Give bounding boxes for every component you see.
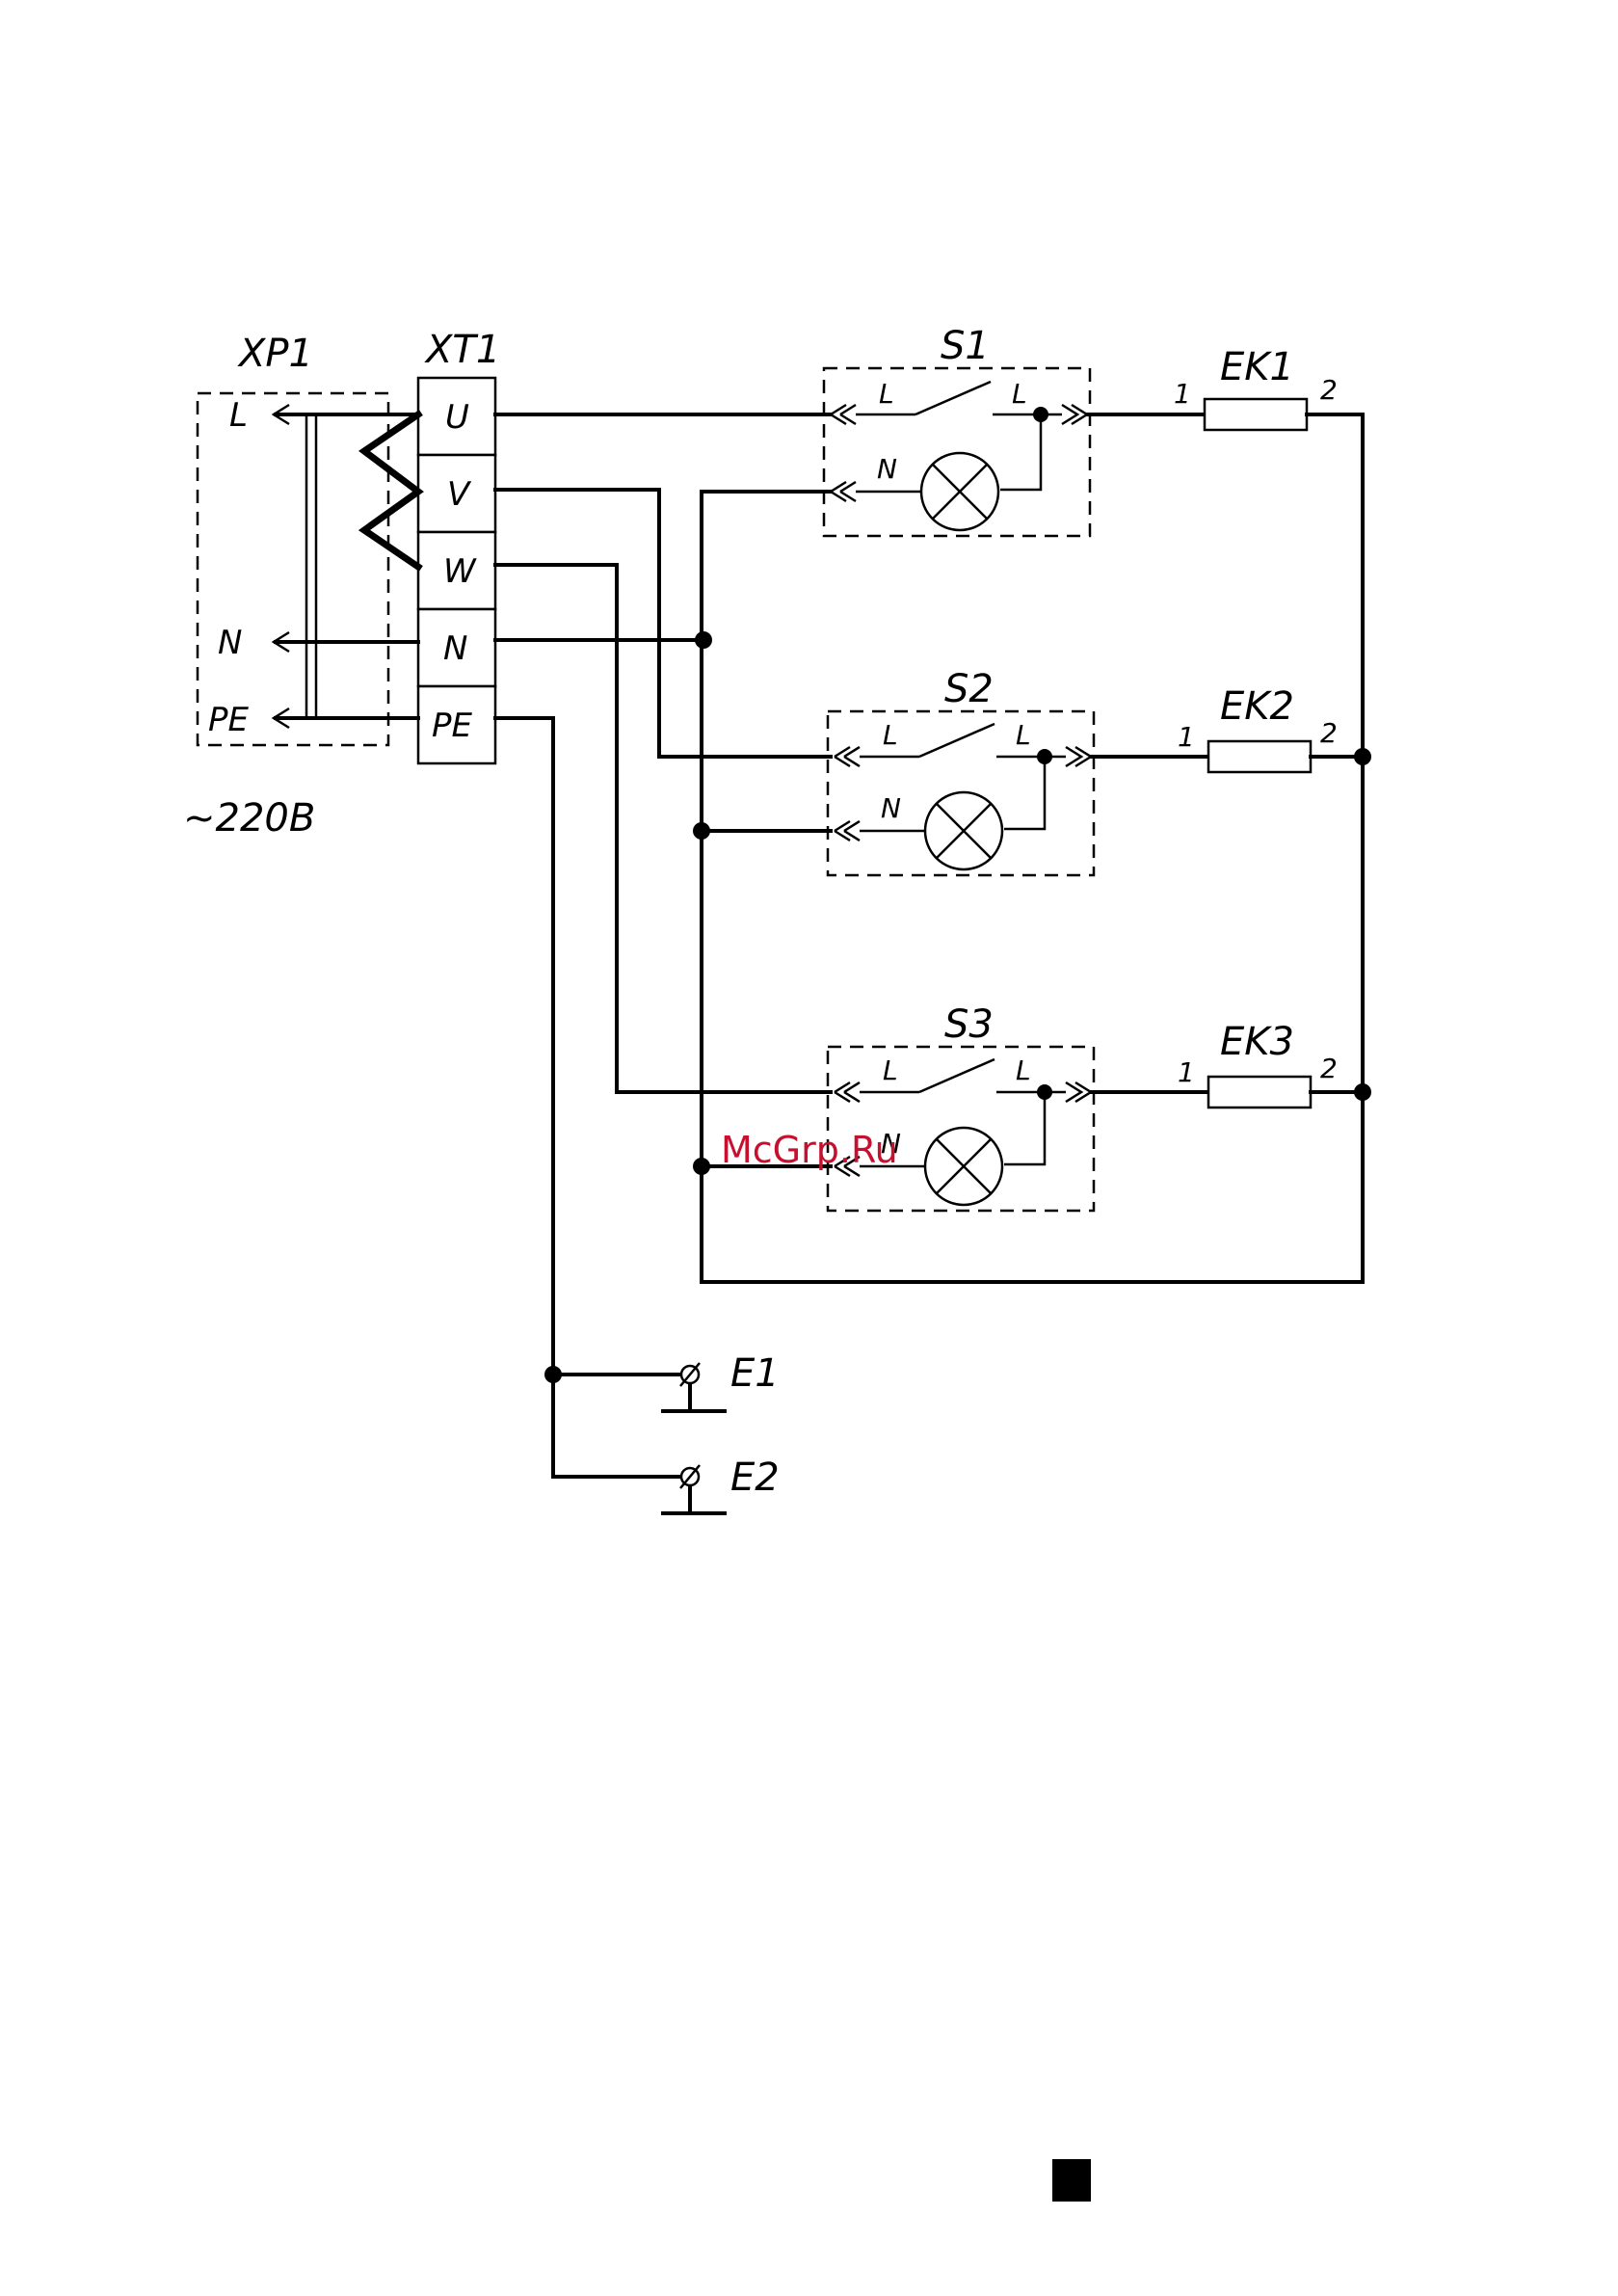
s1-label: S1	[941, 324, 990, 368]
ek2-pin2: 2	[1320, 717, 1338, 749]
wire-pe-ground	[495, 718, 688, 1477]
ek3-label: EK3	[1220, 1020, 1294, 1064]
junction-ek3	[1354, 1083, 1371, 1101]
ek1-pin1: 1	[1174, 378, 1191, 410]
e1-label: E1	[730, 1351, 780, 1396]
s3-label: S3	[944, 1002, 994, 1047]
voltage-label: ~220В	[183, 796, 315, 841]
heater-ek1	[1205, 399, 1363, 430]
heater-ek2	[1208, 741, 1363, 772]
s1-n: N	[877, 453, 897, 485]
s2-in-l: L	[883, 719, 898, 751]
junction-n2	[693, 822, 710, 840]
junction-pe	[544, 1366, 562, 1383]
s2-label: S2	[944, 667, 994, 711]
terminal-pe-label: PE	[432, 707, 473, 745]
s3-out-l: L	[1016, 1055, 1031, 1086]
junction-n1	[695, 631, 712, 649]
terminal-w-label: W	[443, 552, 477, 591]
xp1-l-label: L	[229, 396, 248, 435]
s3-in-l: L	[883, 1055, 898, 1086]
ek3-pin1: 1	[1178, 1056, 1195, 1088]
s1-out-l: L	[1012, 378, 1027, 410]
terminal-u-label: U	[445, 398, 469, 437]
heater-ek3	[1208, 1077, 1363, 1108]
ground-e1-icon	[663, 1363, 725, 1411]
ek2-pin1: 1	[1178, 721, 1195, 753]
xp1-pe-label: PE	[208, 701, 250, 739]
xt1-label: XT1	[424, 328, 500, 372]
ek1-label: EK1	[1220, 345, 1294, 389]
jumper-uvw	[364, 414, 418, 567]
ek3-pin2: 2	[1320, 1053, 1338, 1084]
wire-w-s3	[495, 565, 831, 1092]
ek2-label: EK2	[1220, 684, 1294, 729]
e2-label: E2	[730, 1455, 780, 1500]
watermark: McGrp.Ru	[721, 1129, 898, 1171]
xp1-enclosure	[198, 393, 388, 745]
ek1-pin2: 2	[1320, 374, 1338, 406]
ground-e2-icon	[663, 1465, 725, 1513]
terminal-v-label: V	[447, 475, 472, 514]
s2-n: N	[881, 792, 901, 824]
page-marker	[1052, 2159, 1091, 2202]
s2-out-l: L	[1016, 719, 1031, 751]
xp1-label: XP1	[237, 332, 313, 376]
junction-n3	[693, 1158, 710, 1175]
terminal-n-label: N	[443, 629, 467, 668]
xp1-n-label: N	[218, 624, 242, 662]
junction-ek2	[1354, 748, 1371, 765]
s1-in-l: L	[879, 378, 894, 410]
